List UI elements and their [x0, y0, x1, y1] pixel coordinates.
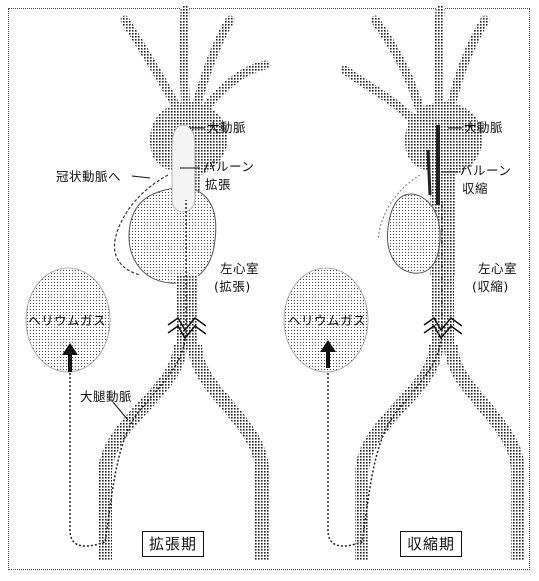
descending-aorta	[176, 275, 198, 350]
iliac-left	[105, 345, 180, 560]
label-aorta: 大動脈	[207, 121, 246, 135]
caption-diastole: 拡張期	[142, 531, 204, 557]
caption-systole: 収縮期	[400, 531, 462, 557]
label-left-ventricle: 左心室	[478, 262, 517, 276]
label-ventricle-state: (収縮)	[472, 280, 509, 294]
label-coronary: 冠状動脈へ	[56, 170, 121, 184]
iliac-right	[451, 345, 518, 560]
label-left-ventricle: 左心室	[220, 262, 259, 276]
descending-aorta	[432, 275, 454, 350]
aortic-branches	[125, 10, 265, 115]
label-femoral: 大腿動脈	[80, 390, 132, 404]
left-ventricle	[387, 194, 440, 273]
label-balloon-state: 拡張	[205, 178, 231, 192]
label-aorta: 大動脈	[464, 121, 503, 135]
label-helium: ヘリウムガス	[28, 314, 106, 328]
iliac-left	[362, 345, 436, 560]
label-balloon-state: 収縮	[462, 182, 488, 196]
iliac-right	[195, 345, 262, 560]
label-balloon: バルーン	[460, 164, 511, 178]
label-ventricle-state: (拡張)	[214, 280, 251, 294]
label-balloon: バルーン	[203, 160, 254, 174]
aortic-branches	[345, 10, 485, 120]
label-helium: ヘリウムガス	[288, 314, 366, 328]
